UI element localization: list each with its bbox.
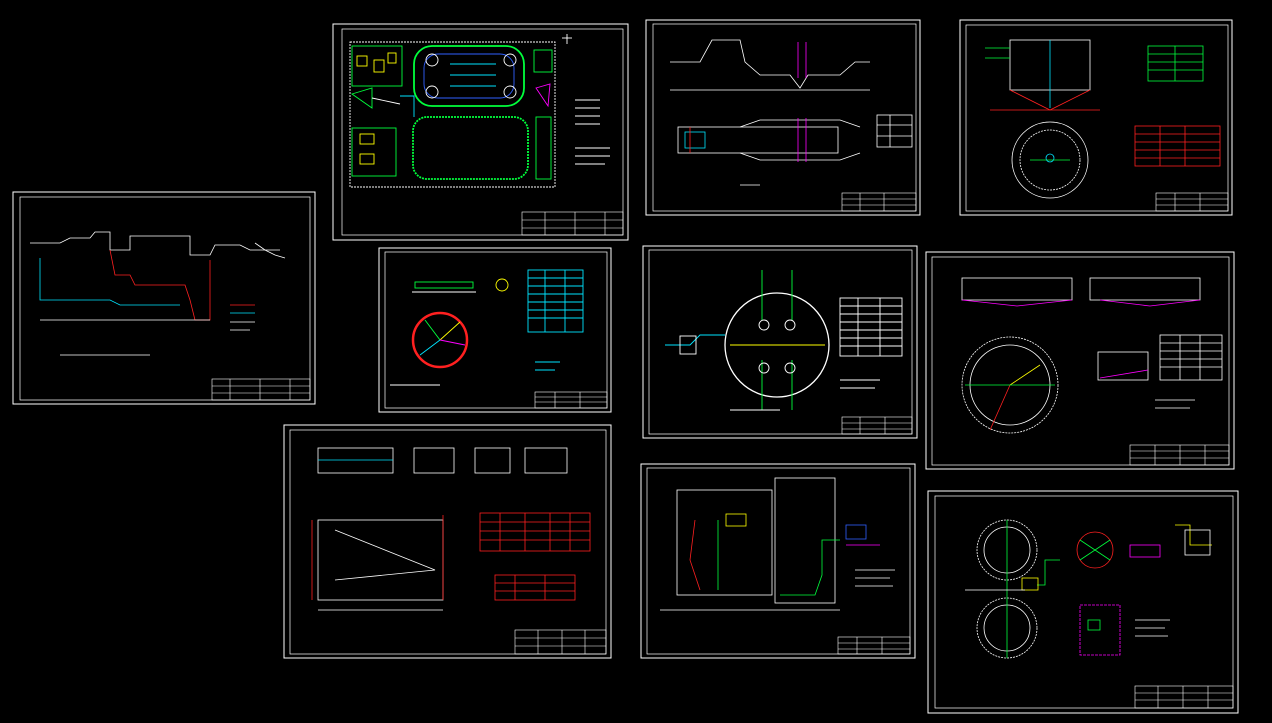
pump-station-drawing (665, 270, 903, 411)
title-block (211, 378, 311, 401)
title-block (1155, 192, 1229, 212)
side-label (1248, 468, 1258, 484)
profile-drawing (30, 231, 286, 356)
sheet-secondary-clarifier[interactable] (925, 251, 1235, 470)
sheet-sludge-thickener[interactable] (283, 424, 612, 659)
settling-tank-drawing (985, 39, 1221, 199)
spec-table (527, 269, 584, 333)
title-block (837, 636, 911, 655)
clarifier-drawing (961, 277, 1223, 434)
title-block (1134, 685, 1234, 709)
title-block (521, 211, 624, 236)
sheet-pump-station-plan[interactable] (642, 245, 918, 439)
pump-house-drawing (660, 477, 895, 611)
sheet-sludge-pump-house[interactable] (640, 463, 916, 659)
site-plan-drawing (349, 34, 610, 188)
material-table (494, 574, 576, 601)
rebar-table (479, 512, 591, 552)
title-block (1129, 444, 1230, 466)
title-block (534, 391, 608, 409)
title-block (514, 629, 607, 655)
sheet-general-site-plan[interactable] (332, 23, 629, 241)
digester-drawing (965, 519, 1212, 659)
material-table (1134, 125, 1221, 167)
sheet-digester-layout[interactable] (927, 490, 1239, 714)
distribution-drawing (390, 269, 584, 386)
quantity-table (1159, 334, 1223, 381)
grit-chamber-drawing (670, 39, 913, 186)
sheet-process-flow-profile[interactable] (12, 191, 316, 405)
equipment-table (839, 297, 903, 357)
legend-table (1147, 45, 1204, 82)
sheet-primary-settling-tank[interactable] (959, 19, 1233, 216)
title-block (841, 416, 913, 435)
sheet-grit-chamber[interactable] (645, 19, 921, 216)
title-block (841, 192, 917, 212)
sheet-distribution-well-detail[interactable] (378, 247, 612, 413)
thickener-drawing (311, 447, 591, 611)
